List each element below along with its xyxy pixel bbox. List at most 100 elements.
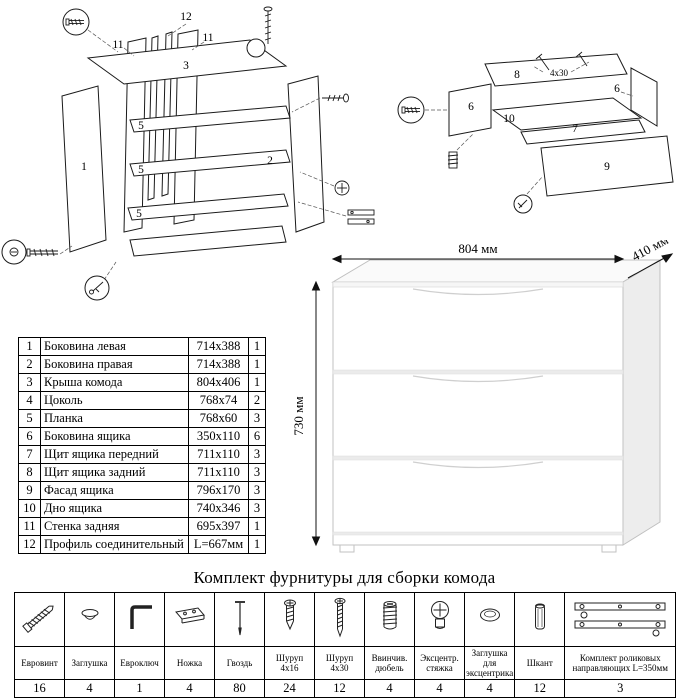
part-size: 740x346: [188, 499, 249, 518]
hardware-qty: 4: [64, 679, 115, 699]
threaded-dowel-icon: [382, 601, 397, 630]
part-size: 768x74: [188, 391, 249, 410]
left-side-panel: [61, 85, 107, 253]
drawer-bottom-panel: [491, 97, 643, 131]
hardware-icon-cell: [314, 592, 365, 647]
hardware-qty: 12: [514, 679, 566, 699]
hardware-icon-cell: [564, 592, 677, 647]
part-size: 714x388: [188, 355, 249, 374]
part-qty: 3: [248, 499, 266, 518]
part-label-8: 8: [514, 69, 520, 81]
foot-icon: [174, 607, 205, 624]
hardware-name: Комплект роликовых направляющих L=350мм: [564, 645, 677, 681]
hardware-qty: 4: [364, 679, 415, 699]
part-number: 10: [18, 499, 41, 518]
hardware-icon-cell: [414, 592, 465, 647]
table-row: 7 Щит ящика передний 711x110 3: [18, 445, 266, 464]
hardware-qty: 16: [14, 679, 65, 699]
hardware-qty: 80: [214, 679, 265, 699]
part-number: 12: [18, 535, 41, 554]
part-label-1: 1: [81, 161, 87, 173]
part-name: Стенка задняя: [40, 517, 189, 536]
hardware-icon-cell: [463, 592, 516, 647]
cam-cap-icon: [479, 608, 500, 622]
table-row: 12 Профиль соединительный L=667мм 1: [18, 535, 266, 554]
part-name: Крыша комода: [40, 373, 189, 392]
screw-icon: [535, 51, 588, 71]
top-edge: [332, 281, 624, 288]
base-plank: [129, 225, 287, 257]
hardware-icons-row: [14, 592, 677, 647]
plank: [129, 149, 291, 177]
hex-key-icon: [129, 605, 152, 629]
part-qty: 3: [248, 463, 266, 482]
part-qty: 1: [248, 355, 266, 374]
part-qty: 1: [248, 373, 266, 392]
part-size: 714x388: [188, 337, 249, 356]
screw-size-label: 4x30: [550, 68, 569, 78]
confirmat-screw-icon: [401, 106, 420, 114]
hardware-icon-cell: [214, 592, 265, 647]
hardware-qty: 24: [264, 679, 315, 699]
hardware-name: Заглушка: [64, 645, 115, 681]
chest-front-face: [332, 281, 624, 546]
drawer-gap: [332, 369, 624, 375]
part-number: 8: [18, 463, 41, 482]
part-number: 6: [18, 427, 41, 446]
hardware-icon-cell: [514, 592, 566, 647]
part-label-5: 5: [136, 208, 142, 220]
hardware-name: Шуруп 4x16: [264, 645, 315, 681]
hardware-kit-title: Комплект фурнитуры для сборки комода: [193, 568, 496, 587]
part-number: 7: [18, 445, 41, 464]
chest-exploded-diagram: 12 11 11 3 1 2 5 5 5: [1, 6, 375, 301]
drawer-side-panel: [448, 83, 492, 137]
part-label-3: 3: [183, 60, 189, 72]
table-row: 6 Боковина ящика 350x110 6: [18, 427, 266, 446]
chest-foot: [339, 544, 355, 553]
part-size: 711x110: [188, 463, 249, 482]
callout-circle: [246, 38, 266, 58]
table-row: 11 Стенка задняя 695x397 1: [18, 517, 266, 536]
hardware-name: Гвоздь: [214, 645, 265, 681]
part-size: L=667мм: [188, 535, 249, 554]
leader-lines: [59, 23, 347, 281]
part-name: Боковина правая: [40, 355, 189, 374]
screw-icon: [89, 281, 104, 295]
part-label-11: 11: [112, 39, 123, 51]
drawer-slide-icon: [347, 209, 375, 225]
cam-lock-icon: [430, 601, 449, 629]
part-size: 768x60: [188, 409, 249, 428]
hardware-qty-row: 16 4 1 4 80 24 12 4 4 4 12 3: [14, 679, 677, 699]
width-dimension-label: 804 мм: [458, 241, 497, 256]
hardware-name: Шуруп 4x30: [314, 645, 365, 681]
part-size: 804x406: [188, 373, 249, 392]
screw-4x16-icon: [283, 599, 296, 631]
back-wall-left-panel: [123, 37, 147, 233]
drawer-back-panel: [484, 53, 628, 87]
cap-icon: [81, 609, 98, 620]
part-qty: 6: [248, 427, 266, 446]
hardware-icon-cell: [64, 592, 115, 647]
part-number: 3: [18, 373, 41, 392]
top-panel: [86, 39, 288, 85]
chest-render: 804 мм 410 мм 730 мм: [291, 240, 674, 553]
part-size: 711x110: [188, 445, 249, 464]
part-number: 11: [18, 517, 41, 536]
part-qty: 2: [248, 391, 266, 410]
part-size: 796x170: [188, 481, 249, 500]
leader-lines: [425, 61, 634, 195]
wood-dowel-icon: [534, 603, 545, 630]
hardware-name: Заглушка для эксцентрика: [463, 645, 516, 681]
part-label-6: 6: [468, 101, 474, 113]
hardware-name: Ножка: [164, 645, 215, 681]
hardware-name: Евровинт: [14, 645, 65, 681]
hardware-table: Евровинт Заглушка Евроключ Ножка Гвоздь …: [14, 592, 677, 699]
cam-lock-icon: [334, 180, 350, 196]
part-name: Цоколь: [40, 391, 189, 410]
part-name: Боковина ящика: [40, 427, 189, 446]
chest-top-face: [331, 259, 662, 283]
part-number: 5: [18, 409, 41, 428]
part-label-12: 12: [180, 11, 192, 23]
part-size: 695x397: [188, 517, 249, 536]
screw-4x30-icon: [334, 597, 345, 638]
